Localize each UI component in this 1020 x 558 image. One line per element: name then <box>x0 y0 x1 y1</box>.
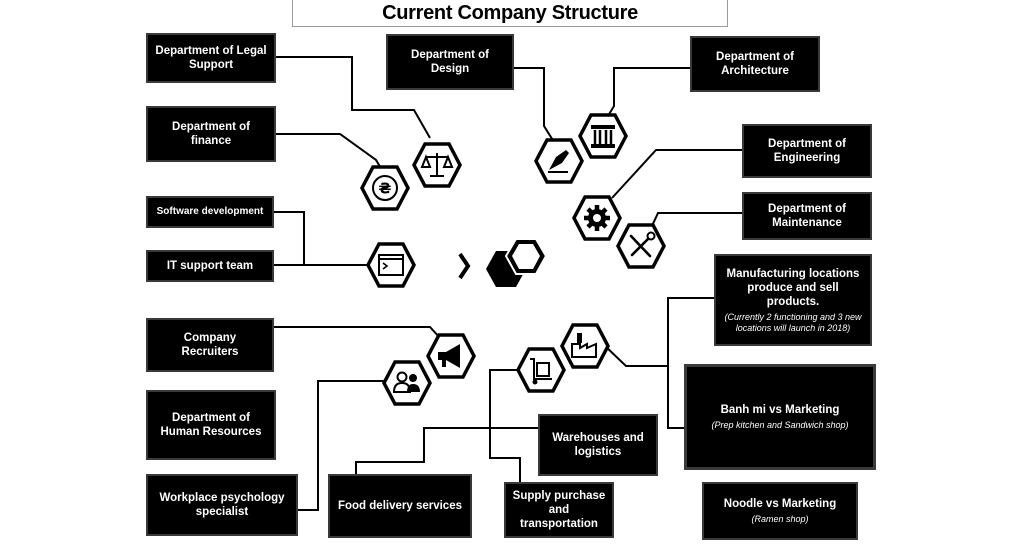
box-design-label: Department of Design <box>411 49 489 75</box>
company-logo <box>458 238 548 287</box>
box-noodle-label: Noodle vs Marketing <box>723 498 837 510</box>
connector-architecture <box>607 67 690 117</box>
connector-factory <box>603 344 668 367</box>
box-noodle-marketing: Noodle vs Marketing (Ramen shop) <box>702 482 858 540</box>
pen-nib-icon <box>534 138 584 184</box>
box-architecture-label: Department of Architecture <box>716 51 794 77</box>
box-banhmi-note: (Prep kitchen and Sandwich shop) <box>711 420 849 430</box>
people-icon <box>382 360 432 406</box>
box-maintenance: Department of Maintenance <box>742 192 872 240</box>
box-architecture: Department of Architecture <box>690 36 820 92</box>
megaphone-icon <box>426 333 476 379</box>
box-banhmi-label: Banh mi vs Marketing <box>720 404 840 416</box>
terminal-icon <box>366 242 416 288</box>
box-supply-purchase: Supply purchase and transportation <box>504 482 614 538</box>
box-food-label: Food delivery services <box>337 500 462 512</box>
connector-recruiters <box>274 326 441 339</box>
tools-icon <box>616 223 666 269</box>
box-software-development: Software development <box>146 196 274 228</box>
page-title: Current Company Structure <box>382 1 638 24</box>
connector-design <box>514 67 555 143</box>
box-noodle-note: (Ramen shop) <box>751 514 809 524</box>
connector-manufacturing <box>667 297 714 429</box>
box-it-support: IT support team <box>146 250 274 282</box>
box-recruiters: Company Recruiters <box>146 318 274 372</box>
box-warehouses-label: Warehouses and logistics <box>552 432 644 458</box>
box-hr-label: Department of Human Resources <box>160 412 262 438</box>
box-banh-mi-marketing: Banh mi vs Marketing (Prep kitchen and S… <box>684 364 876 470</box>
connector-trolley-down <box>489 369 521 482</box>
hand-truck-icon <box>516 347 566 393</box>
box-psych-label: Workplace psychology specialist <box>159 492 285 518</box>
box-itsupport-label: IT support team <box>166 260 254 272</box>
box-human-resources: Department of Human Resources <box>146 390 276 460</box>
currency-icon: ₴ <box>360 165 410 211</box>
scales-icon <box>412 142 462 188</box>
box-software-label: Software development <box>156 206 264 217</box>
box-supply-label: Supply purchase and transportation <box>512 490 606 530</box>
svg-text:₴: ₴ <box>379 180 392 198</box>
box-maintenance-label: Department of Maintenance <box>768 203 846 229</box>
box-manufacturing: Manufacturing locations produce and sell… <box>714 254 872 346</box>
box-manufacturing-label: Manufacturing locations produce and sell… <box>726 267 860 308</box>
title-box: Current Company Structure <box>292 0 728 27</box>
box-workplace-psychology: Workplace psychology specialist <box>146 474 298 536</box>
connector-software <box>274 211 305 264</box>
box-legal-support: Department of Legal Support <box>146 33 276 83</box>
connector-engineering <box>611 149 742 199</box>
box-design: Department of Design <box>386 34 514 90</box>
connector-warehouses <box>355 427 538 474</box>
box-legal-label: Department of Legal Support <box>155 45 267 71</box>
box-engineering: Department of Engineering <box>742 124 872 178</box>
box-warehouses: Warehouses and logistics <box>538 414 658 476</box>
connector-maintenance <box>651 212 742 227</box>
column-icon <box>578 113 628 159</box>
box-finance-label: Department of finance <box>172 121 250 147</box>
connector-hr <box>298 380 384 511</box>
box-food-delivery: Food delivery services <box>328 474 472 538</box>
box-manufacturing-note: (Currently 2 functioning and 3 new locat… <box>724 311 862 333</box>
gear-icon <box>572 195 622 241</box>
connector-finance <box>276 133 383 171</box>
box-engineering-label: Department of Engineering <box>768 138 846 164</box>
factory-icon <box>560 323 610 369</box>
box-recruiters-label: Company Recruiters <box>181 332 239 358</box>
connector-legal <box>276 56 431 139</box>
box-finance: Department of finance <box>146 106 276 162</box>
